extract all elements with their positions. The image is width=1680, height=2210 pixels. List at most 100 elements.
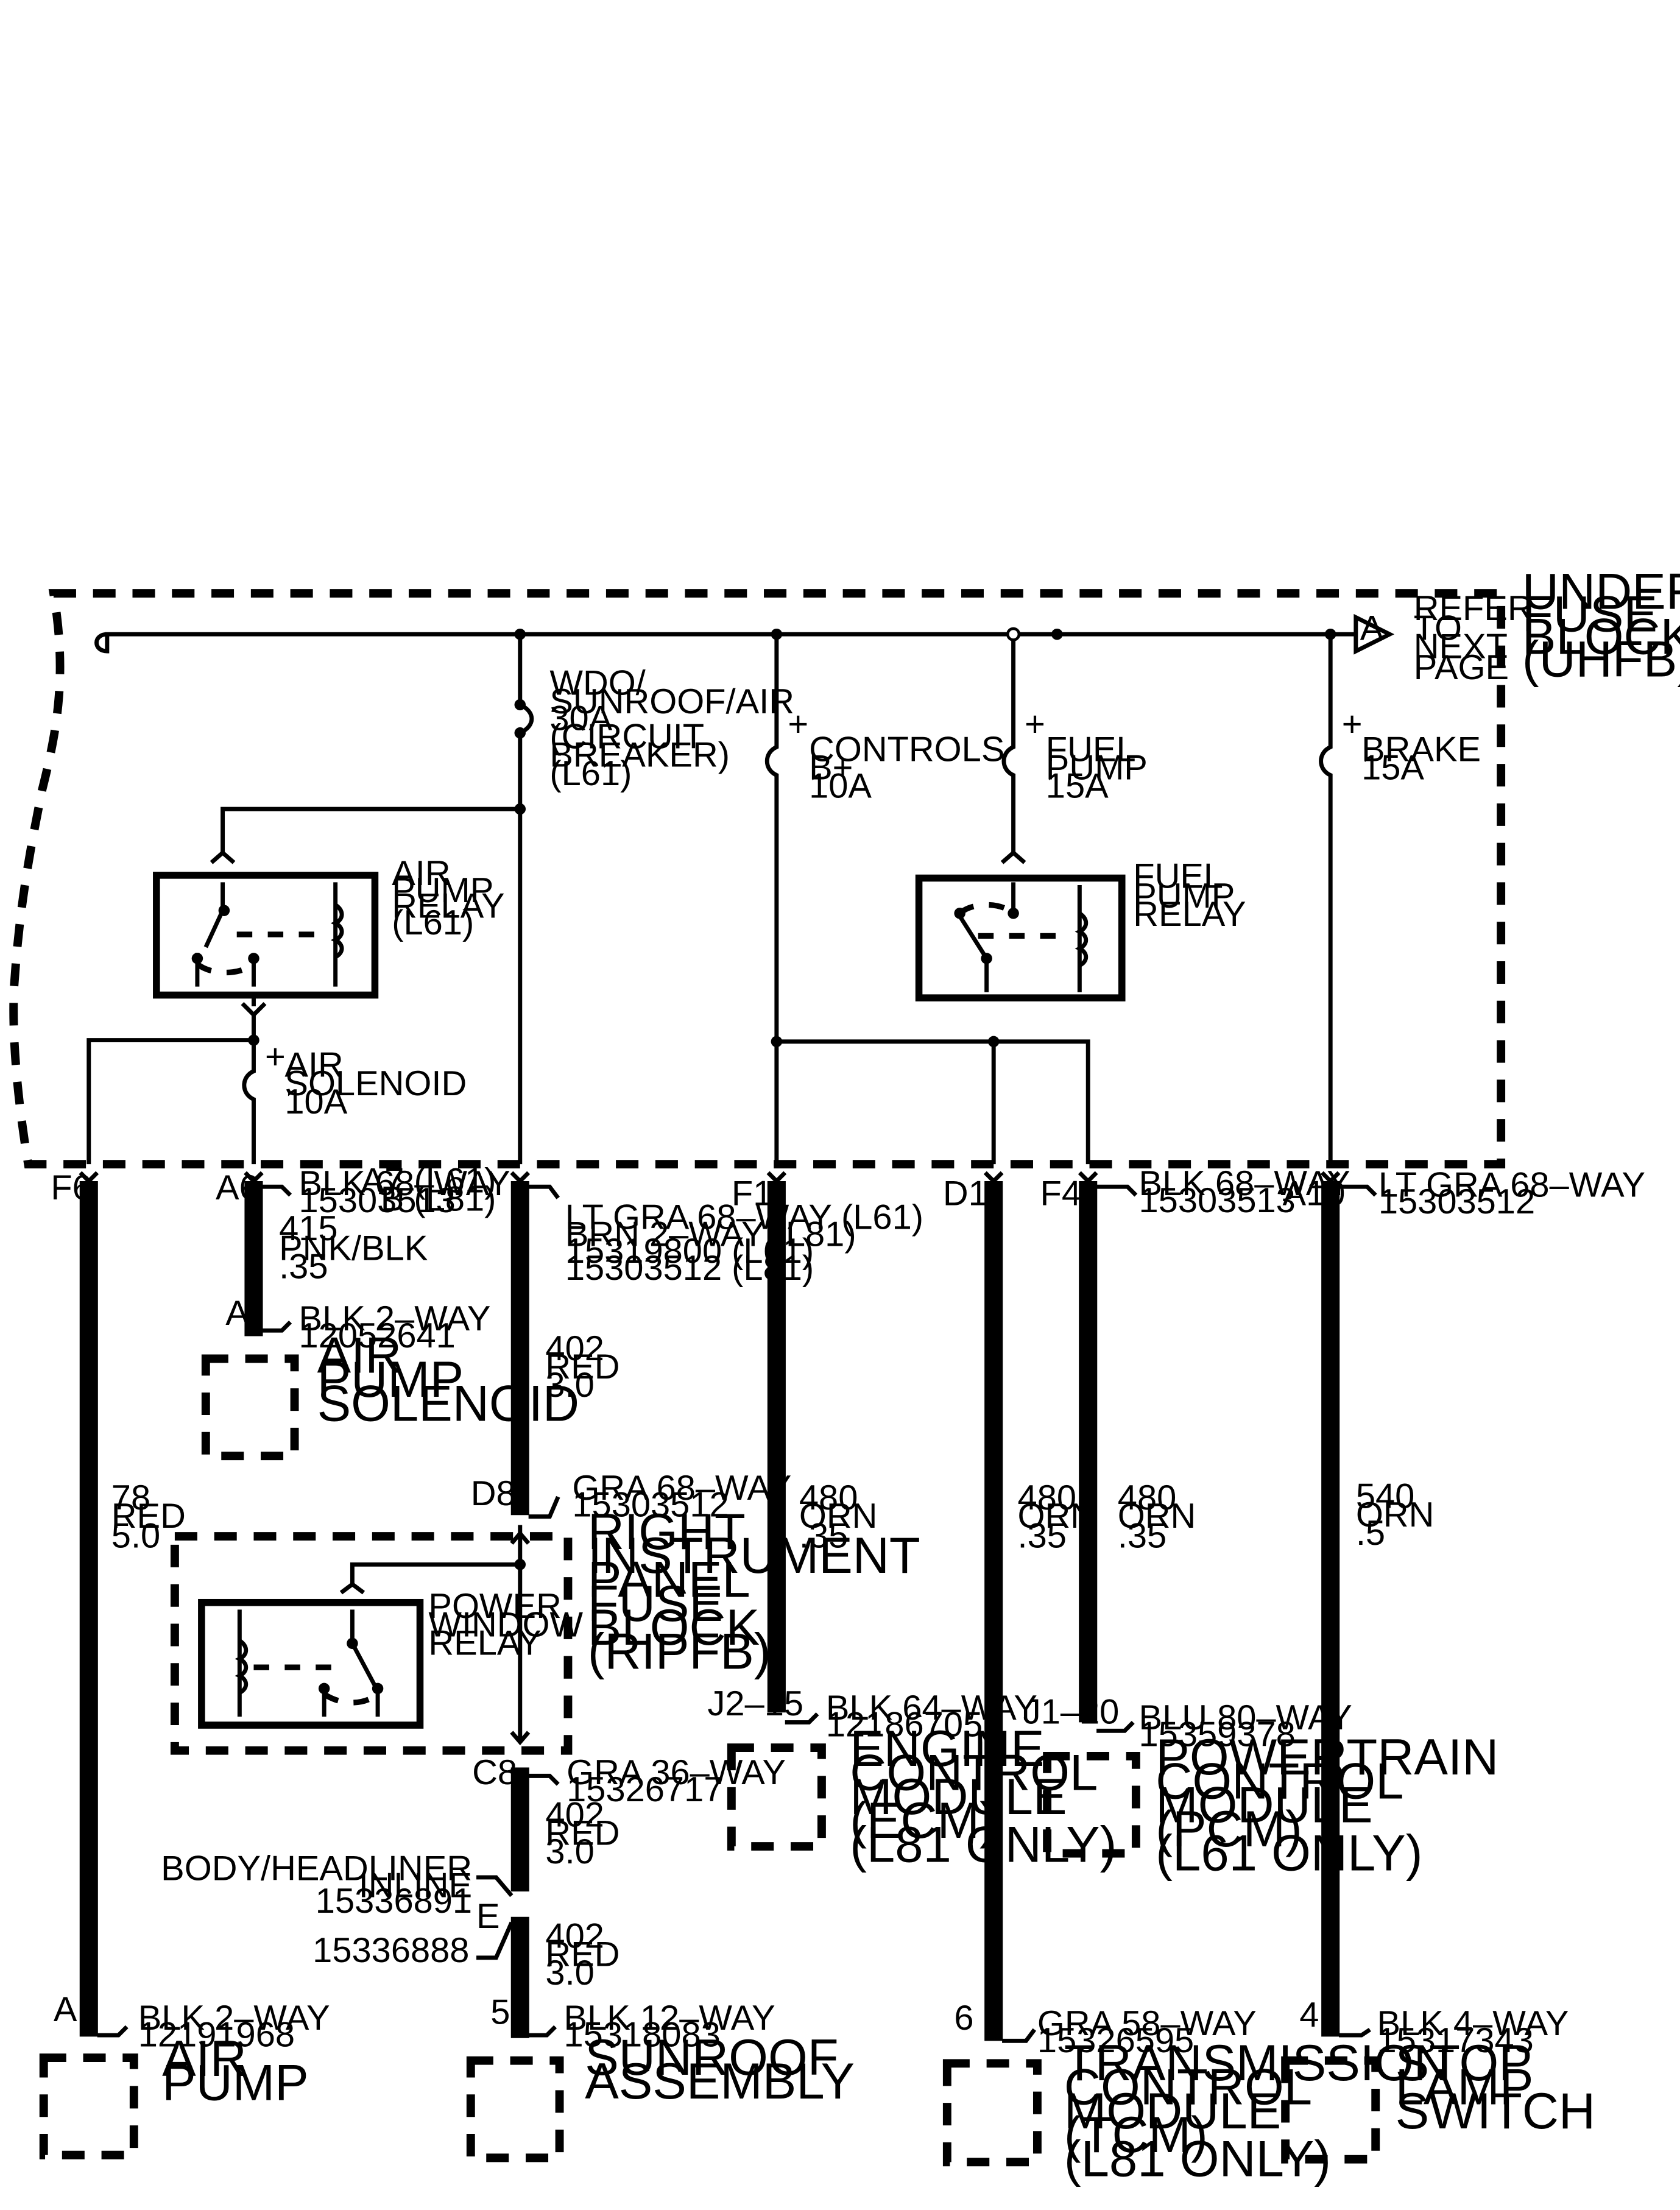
relay-contact: [248, 953, 259, 964]
svg-text:15336888: 15336888: [312, 1931, 469, 1970]
svg-text:D1: D1: [943, 1174, 988, 1213]
fuel-pump-relay-box: [915, 874, 1126, 1001]
relay-coil: [235, 1639, 249, 1695]
wdo-breaker-label: WDO/SUNROOF/AIR 30A(CIRCUIT BREAKER)(L61…: [549, 664, 804, 793]
f6-branch: [86, 1038, 254, 1165]
bus-splice: [1051, 628, 1063, 640]
svg-text:480ORN.35: 480ORN.35: [1018, 1478, 1096, 1555]
pin-labels: F6 A6 A7 (L61)B (L81) F1 D1 F4 A10 A D8 …: [51, 1161, 1345, 2037]
relay-contact: [347, 1637, 358, 1650]
svg-text:BLK 4–WAY15317343: BLK 4–WAY15317343: [1377, 2004, 1569, 2060]
air-pump-box: [39, 2053, 138, 2159]
plus-sign: +: [788, 705, 808, 744]
svg-text:F6: F6: [51, 1168, 91, 1207]
svg-text:BLK 2–WAY12052641: BLK 2–WAY12052641: [299, 1299, 491, 1355]
svg-text:A10: A10: [1283, 1174, 1346, 1213]
svg-text:F4: F4: [1040, 1174, 1082, 1213]
svg-text:BLK 2–WAY12191968: BLK 2–WAY12191968: [138, 1999, 330, 2055]
relay-contact: [1008, 908, 1019, 919]
svg-text:RIGHTINSTRUMENTPANEL FUS: RIGHTINSTRUMENTPANEL FUSEBLOCK(RIPFB): [588, 1503, 920, 1680]
svg-text:LT GRA 68–WAY15303512: LT GRA 68–WAY15303512: [1378, 1165, 1645, 1221]
refer-letter: A: [1360, 609, 1384, 648]
relay-arc: [196, 961, 256, 976]
svg-text:C8: C8: [472, 1753, 517, 1792]
relay-arc: [958, 902, 1015, 916]
svg-text:STOPLAMPSWITCH: STOPLAMPSWITCH: [1396, 2035, 1595, 2139]
relay-contact: [218, 905, 230, 916]
ripfb-box: [170, 1532, 573, 1755]
brake-fuse-label: BRAKE15A: [1361, 730, 1481, 787]
relay-arc: [322, 1692, 379, 1706]
svg-text:5: 5: [490, 1993, 510, 2032]
air-pump-relay-label: AIRPUMP RELAY(L61): [392, 854, 504, 942]
svg-text:4: 4: [1299, 1996, 1319, 2035]
tcm-box: [942, 2059, 1042, 2167]
breaker-arc: [519, 702, 534, 735]
air-pump-solenoid-box: [201, 1354, 299, 1461]
svg-text:A: A: [54, 1990, 77, 2029]
svg-text:480ORN.35: 480ORN.35: [799, 1478, 878, 1555]
controls-branch: [776, 1039, 1090, 1165]
power-window-relay-label: POWERWINDOW RELAY: [428, 1587, 593, 1662]
relay-coil: [1075, 911, 1089, 968]
svg-text:BLK 68–WAY15303513: BLK 68–WAY15303513: [299, 1164, 510, 1220]
svg-text:540ORN.5: 540ORN.5: [1356, 1477, 1435, 1553]
svg-text:GRA 68–WAY15303512: GRA 68–WAY15303512: [572, 1469, 791, 1525]
relay-contact: [191, 953, 203, 964]
pcm-box: [1043, 1752, 1140, 1858]
relay-contact: [981, 953, 992, 964]
plus-sign: +: [1342, 705, 1363, 744]
power-window-relay-box: [198, 1598, 424, 1729]
air-solenoid-fuse-label: AIRSOLENOID 10A: [284, 1046, 476, 1121]
svg-text:BODY/HEADLINERINLINE15336891: BODY/HEADLINERINLINE15336891: [161, 1849, 472, 1921]
leader-lines: [97, 1184, 1377, 2043]
fuel-fuse-label: FUELPUMP 15A: [1046, 730, 1157, 805]
plus-sign: +: [1025, 705, 1045, 744]
sunroof-box: [466, 2056, 564, 2162]
refer-triangle: [1330, 613, 1395, 655]
svg-text:BLK 12–WAY15318083: BLK 12–WAY15318083: [564, 1999, 775, 2055]
svg-text:BLK 68–WAY15303513: BLK 68–WAY15303513: [1139, 1164, 1350, 1220]
svg-text:480ORN.35: 480ORN.35: [1118, 1478, 1196, 1555]
svg-text:ENGINECONTROLMODULE (ECM: ENGINECONTROLMODULE (ECM)(L81 ONLY): [850, 1720, 1117, 1873]
svg-text:POWERTRAINCONTROLMODULE: POWERTRAINCONTROLMODULE (PCM)(L61 ONLY): [1156, 1729, 1498, 1881]
svg-text:BLK 64–WAY12186705: BLK 64–WAY12186705: [826, 1689, 1037, 1745]
component-labels: AIRPUMPSOLENOID RIGHTINSTRUMENTPANEL FUS…: [162, 1327, 1595, 2187]
svg-text:AIRPUMPSOLENOID: AIRPUMPSOLENOID: [317, 1327, 579, 1432]
svg-text:F1: F1: [732, 1174, 773, 1213]
relay-contact: [372, 1682, 384, 1695]
power-bus: [94, 632, 1336, 654]
uhfb-boundary: [9, 589, 1506, 1169]
air-relay-feed: [221, 807, 520, 855]
svg-text:A7 (L61)B (L81): A7 (L61)B (L81): [361, 1161, 496, 1218]
relay-contact: [318, 1682, 330, 1695]
air-solenoid-wire: [242, 1014, 256, 1165]
svg-text:TRANSMISSIONCONTROLMODULE: TRANSMISSIONCONTROLMODULE (TCM)(L81 ONLY…: [1064, 2035, 1450, 2187]
svg-text:A6: A6: [216, 1168, 259, 1207]
svg-text:A: A: [225, 1294, 249, 1333]
svg-text:J1–20: J1–20: [1023, 1693, 1120, 1732]
svg-text:AIRPUMP: AIRPUMP: [162, 2030, 309, 2111]
fuel-wire: [1001, 640, 1016, 855]
svg-text:LT GRA 68–WAY (L61)BRN 2–WAY (: LT GRA 68–WAY (L61)BRN 2–WAY (L81) 15319…: [565, 1198, 923, 1288]
connector-labels: BLK 68–WAY15303513 LT GRA 68–WAY (L61)BR…: [138, 1164, 1645, 2060]
pw-relay-internal: [237, 1609, 380, 1717]
bus-splice-open: [1006, 627, 1021, 641]
controls-fuse-label: CONTROLSB+ 10A: [809, 730, 1004, 805]
splice: [514, 1559, 526, 1570]
svg-text:402RED3.0: 402RED3.0: [545, 1796, 619, 1871]
fuel-relay-in-arrow: [1000, 850, 1026, 864]
svg-text:E: E: [476, 1897, 500, 1936]
fuel-relay-internal: [958, 882, 1082, 992]
air-pump-relay-box: [153, 872, 379, 999]
svg-text:6: 6: [954, 1999, 973, 2038]
relay-internal: [195, 882, 338, 987]
controls-wire: [764, 634, 779, 1165]
ecm-box: [727, 1743, 826, 1851]
brake-wire: [1319, 634, 1333, 1165]
svg-text:SUNROOFASSEMBLY: SUNROOFASSEMBLY: [585, 2029, 855, 2109]
